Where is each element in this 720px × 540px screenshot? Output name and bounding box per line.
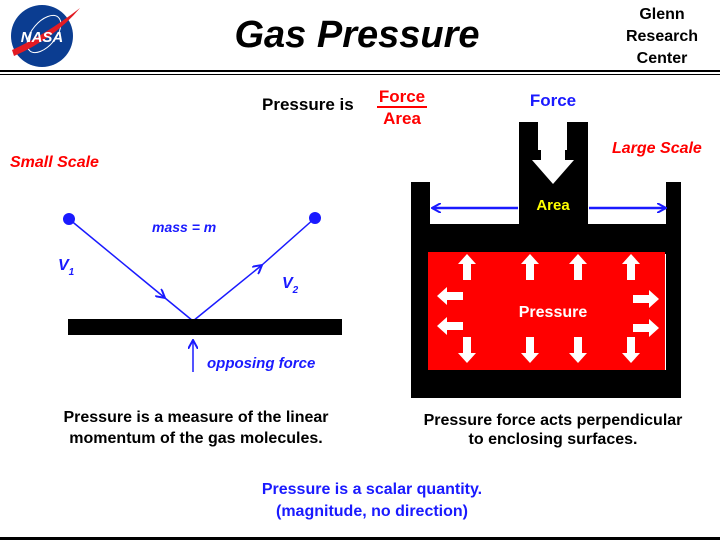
arrow-up-icon	[458, 254, 476, 280]
header-divider	[0, 70, 720, 72]
velocity-line-out	[261, 217, 316, 266]
v2-label: V2	[282, 275, 299, 296]
wall-surface	[68, 319, 342, 335]
fraction-bar	[377, 106, 427, 108]
bottom-border	[0, 537, 720, 540]
arrow-up-icon	[521, 254, 539, 280]
small-scale-caption: Pressure is a measure of the linear	[63, 409, 328, 426]
arrow-down-icon	[521, 337, 539, 363]
arrow-up-icon	[622, 254, 640, 280]
footer-line: (magnitude, no direction)	[276, 503, 468, 520]
velocity-arrow-out	[192, 265, 262, 322]
area-label: Area	[536, 197, 570, 214]
velocity-line-in	[164, 297, 194, 322]
large-scale-label: Large Scale	[612, 140, 702, 157]
org-line: Center	[637, 50, 688, 67]
small-scale-caption: momentum of the gas molecules.	[69, 430, 322, 447]
force-arrow-icon	[532, 122, 574, 184]
large-scale-caption: Pressure force acts perpendicular	[424, 412, 683, 429]
arrow-down-icon	[569, 337, 587, 363]
force-label: Force	[530, 91, 576, 110]
v1-label: V1	[58, 257, 75, 278]
header-divider-thin	[0, 74, 720, 75]
piston	[430, 122, 666, 254]
org-line: Glenn	[639, 6, 684, 23]
footer-line: Pressure is a scalar quantity.	[262, 481, 482, 498]
nasa-logo: NASA	[11, 5, 80, 67]
arrow-left-icon	[437, 317, 463, 335]
pressure-label: Pressure	[519, 304, 588, 321]
large-scale-caption: to enclosing surfaces.	[469, 431, 638, 448]
page-title: Gas Pressure	[234, 14, 479, 56]
arrow-up-icon	[569, 254, 587, 280]
container	[411, 182, 681, 398]
arrow-right-icon	[633, 290, 659, 308]
arrow-left-icon	[437, 287, 463, 305]
velocity-arrow-in	[68, 218, 165, 298]
arrow-right-icon	[633, 319, 659, 337]
nasa-logo-text: NASA	[21, 29, 64, 46]
mass-label: mass = m	[152, 219, 216, 235]
definition-lead: Pressure is	[262, 95, 354, 114]
arrow-down-icon	[622, 337, 640, 363]
arrow-down-icon	[458, 337, 476, 363]
definition-numerator: Force	[379, 87, 425, 106]
small-scale-label: Small Scale	[10, 154, 99, 171]
opposing-force-label: opposing force	[207, 355, 315, 372]
org-line: Research	[626, 28, 698, 45]
definition-denominator: Area	[383, 109, 421, 128]
org-name: Glenn Research Center	[626, 6, 698, 67]
pressure-arrows	[437, 254, 659, 363]
